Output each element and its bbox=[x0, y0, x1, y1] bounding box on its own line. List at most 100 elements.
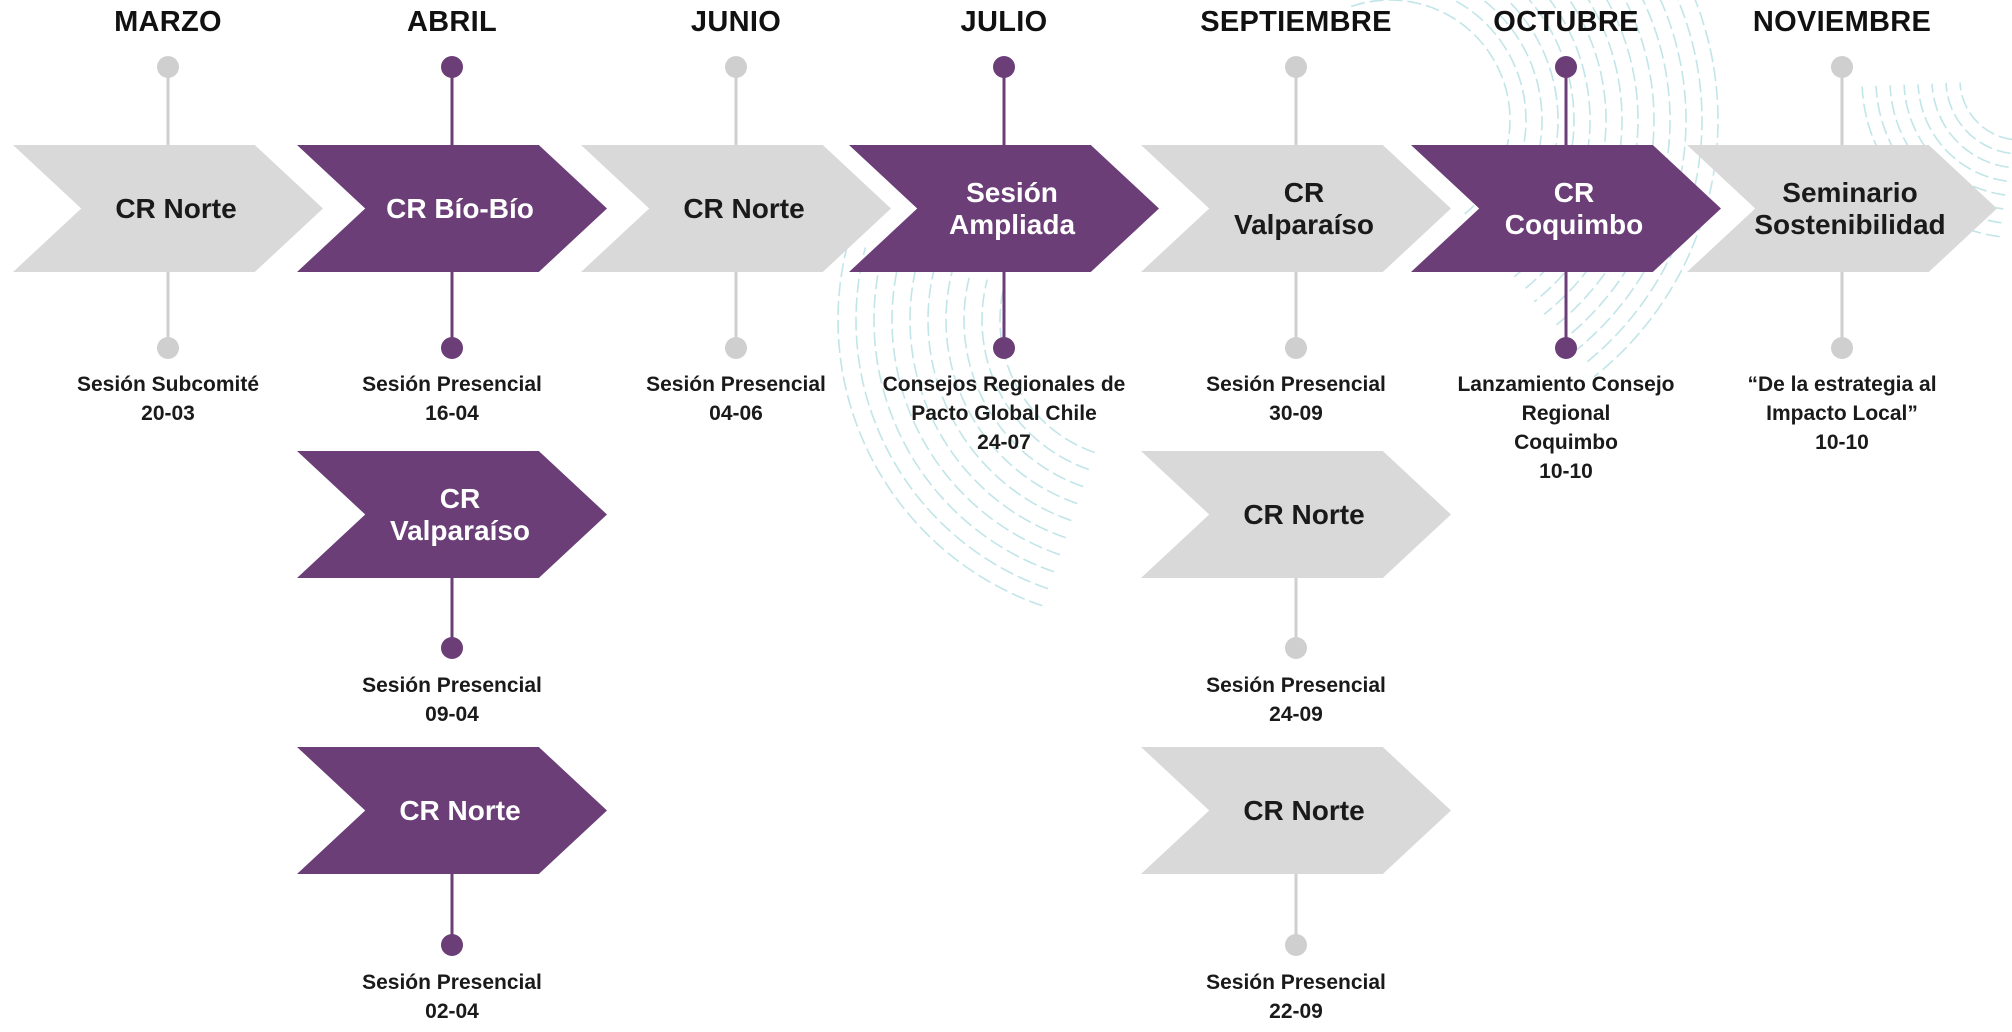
month-header-junio: JUNIO bbox=[690, 6, 782, 38]
event-caption-line: Impacto Local” bbox=[1766, 402, 1918, 425]
month-header-julio: JULIO bbox=[960, 6, 1048, 38]
event-title: CR Norte bbox=[1204, 795, 1404, 827]
decorative-arc bbox=[1917, 84, 2007, 182]
event-caption-line: Sesión Presencial bbox=[646, 373, 826, 396]
decorative-arc bbox=[981, 279, 1090, 471]
timeline-dot-bottom bbox=[441, 637, 463, 659]
event-caption-line: Sesión Subcomité bbox=[76, 373, 260, 396]
decorative-arc bbox=[1945, 83, 2011, 155]
timeline-dot-top bbox=[1555, 56, 1577, 78]
timeline-dot-bottom bbox=[1285, 337, 1307, 359]
event-title-line: Sostenibilidad bbox=[1754, 208, 1946, 240]
event-title-line: CR bbox=[439, 482, 481, 514]
event-caption: Sesión Presencial 02-04 bbox=[322, 968, 582, 1026]
event-title-line: CR Norte bbox=[399, 794, 521, 826]
decorative-arc bbox=[1533, 0, 1623, 303]
event-title-line: CR Bío-Bío bbox=[386, 192, 534, 224]
event-title-line: CR bbox=[1283, 176, 1325, 208]
event-title-line: CR Norte bbox=[115, 192, 237, 224]
decorative-arc bbox=[1503, 0, 1575, 265]
event-caption-line: Sesión Presencial bbox=[1206, 971, 1386, 994]
event-title: CR Norte bbox=[360, 795, 560, 827]
decorative-arc bbox=[1493, 0, 1559, 253]
event-title: CR Norte bbox=[76, 193, 276, 225]
event-caption-line: 04-06 bbox=[709, 402, 763, 425]
decorative-arc bbox=[855, 247, 1049, 590]
timeline-dot-bottom bbox=[1831, 337, 1853, 359]
event-caption: Sesión Presencial 24-09 bbox=[1166, 671, 1426, 729]
event-caption-line: 10-10 bbox=[1815, 431, 1869, 454]
decorative-arc bbox=[1959, 82, 2012, 141]
event-caption-line: Lanzamiento Consejo bbox=[1457, 373, 1675, 396]
event-caption-line: Consejos Regionales de bbox=[882, 373, 1126, 396]
timeline-dot-bottom bbox=[725, 337, 747, 359]
month-header-octubre: OCTUBRE bbox=[1493, 6, 1639, 38]
month-header-marzo: MARZO bbox=[114, 6, 222, 38]
event-title-line: Ampliada bbox=[948, 208, 1076, 240]
timeline-dot-bottom bbox=[157, 337, 179, 359]
decorative-arc bbox=[1543, 0, 1639, 315]
event-caption-line: 24-09 bbox=[1269, 703, 1323, 726]
timeline-dot-bottom bbox=[441, 934, 463, 956]
event-caption-line: Coquimbo bbox=[1514, 431, 1618, 454]
month-header-noviembre: NOVIEMBRE bbox=[1752, 6, 1932, 38]
event-title: CR Bío-Bío bbox=[360, 193, 560, 225]
event-caption-line: 02-04 bbox=[425, 1000, 479, 1023]
decorative-arc bbox=[945, 270, 1078, 505]
timeline-dot-bottom bbox=[1285, 637, 1307, 659]
decorative-arc bbox=[909, 261, 1066, 539]
event-caption: Consejos Regionales de Pacto Global Chile… bbox=[874, 370, 1134, 457]
event-caption-line: 22-09 bbox=[1269, 1000, 1323, 1023]
event-title: CR Norte bbox=[644, 193, 844, 225]
event-title-line: CR bbox=[1553, 176, 1595, 208]
timeline-dot-bottom bbox=[1285, 934, 1307, 956]
timeline-dot-top bbox=[725, 56, 747, 78]
event-caption: Sesión Presencial 04-06 bbox=[606, 370, 866, 428]
event-caption-line: Pacto Global Chile bbox=[911, 402, 1097, 425]
event-title-line: CR Norte bbox=[1243, 794, 1365, 826]
decorative-arc bbox=[927, 265, 1072, 522]
decorative-arc bbox=[873, 251, 1055, 573]
timeline-dot-top bbox=[1285, 56, 1307, 78]
event-caption: Sesión Presencial 16-04 bbox=[322, 370, 582, 428]
event-caption-line: 16-04 bbox=[425, 402, 479, 425]
timeline-dot-bottom bbox=[993, 337, 1015, 359]
decorative-arc bbox=[1513, 0, 1591, 278]
month-header-abril: ABRIL bbox=[406, 6, 498, 38]
decorative-arc bbox=[837, 242, 1043, 607]
event-caption-line: “De la estrategia al bbox=[1747, 373, 1937, 396]
timeline-dot-top bbox=[1831, 56, 1853, 78]
event-title-line: Coquimbo bbox=[1504, 208, 1644, 240]
timeline-dot-top bbox=[157, 56, 179, 78]
event-caption-line: Sesión Presencial bbox=[362, 373, 542, 396]
event-caption-line: Sesión Presencial bbox=[362, 674, 542, 697]
event-title-line: CR Norte bbox=[1243, 498, 1365, 530]
timeline-dot-top bbox=[993, 56, 1015, 78]
event-caption-line: Regional bbox=[1521, 402, 1611, 425]
timeline-dot-bottom bbox=[1555, 337, 1577, 359]
event-caption-line: 24-07 bbox=[977, 431, 1031, 454]
event-title-line: CR Norte bbox=[683, 192, 805, 224]
event-title-line: Valparaíso bbox=[389, 514, 531, 546]
event-caption: “De la estrategia al Impacto Local” 10-10 bbox=[1712, 370, 1972, 457]
timeline-dot-bottom bbox=[441, 337, 463, 359]
event-caption-line: 10-10 bbox=[1539, 460, 1593, 483]
event-chevron: CR Norte bbox=[581, 145, 891, 272]
event-caption: Sesión Presencial 30-09 bbox=[1166, 370, 1426, 428]
event-title: CR Norte bbox=[1204, 499, 1404, 531]
event-caption-line: 30-09 bbox=[1269, 402, 1323, 425]
event-caption-line: Sesión Presencial bbox=[1206, 674, 1386, 697]
event-caption-line: Sesión Presencial bbox=[1206, 373, 1386, 396]
event-caption-line: Sesión Presencial bbox=[362, 971, 542, 994]
timeline-dot-top bbox=[441, 56, 463, 78]
event-caption-line: 20-03 bbox=[141, 402, 195, 425]
